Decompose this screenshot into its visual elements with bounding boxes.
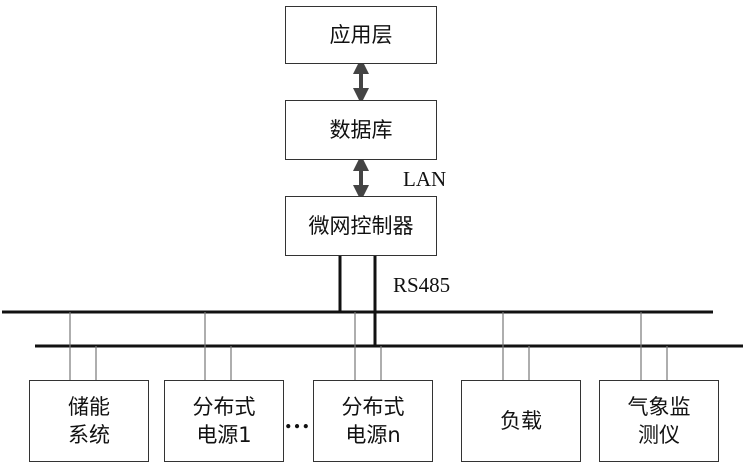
load-label: 负载 bbox=[500, 407, 542, 435]
load-box: 负载 bbox=[461, 380, 581, 462]
distributed-source-n-label: 分布式 电源n bbox=[342, 393, 405, 450]
storage-system-box: 储能 系统 bbox=[29, 380, 149, 462]
app-layer-box: 应用层 bbox=[285, 6, 437, 64]
controller-box: 微网控制器 bbox=[285, 196, 437, 256]
distributed-source-1-box: 分布式 电源1 bbox=[164, 380, 284, 462]
app-layer-label: 应用层 bbox=[330, 21, 393, 49]
lan-label: LAN bbox=[403, 167, 446, 192]
distributed-source-1-label: 分布式 电源1 bbox=[193, 393, 256, 450]
database-box: 数据库 bbox=[285, 100, 437, 160]
weather-monitor-box: 气象监 测仪 bbox=[599, 380, 719, 462]
distributed-source-n-box: 分布式 电源n bbox=[313, 380, 433, 462]
rs485-label: RS485 bbox=[393, 273, 450, 298]
weather-monitor-label: 气象监 测仪 bbox=[628, 393, 691, 450]
ellipsis: … bbox=[284, 405, 312, 435]
storage-system-label: 储能 系统 bbox=[68, 393, 110, 450]
database-label: 数据库 bbox=[330, 116, 393, 144]
controller-label: 微网控制器 bbox=[309, 212, 414, 240]
